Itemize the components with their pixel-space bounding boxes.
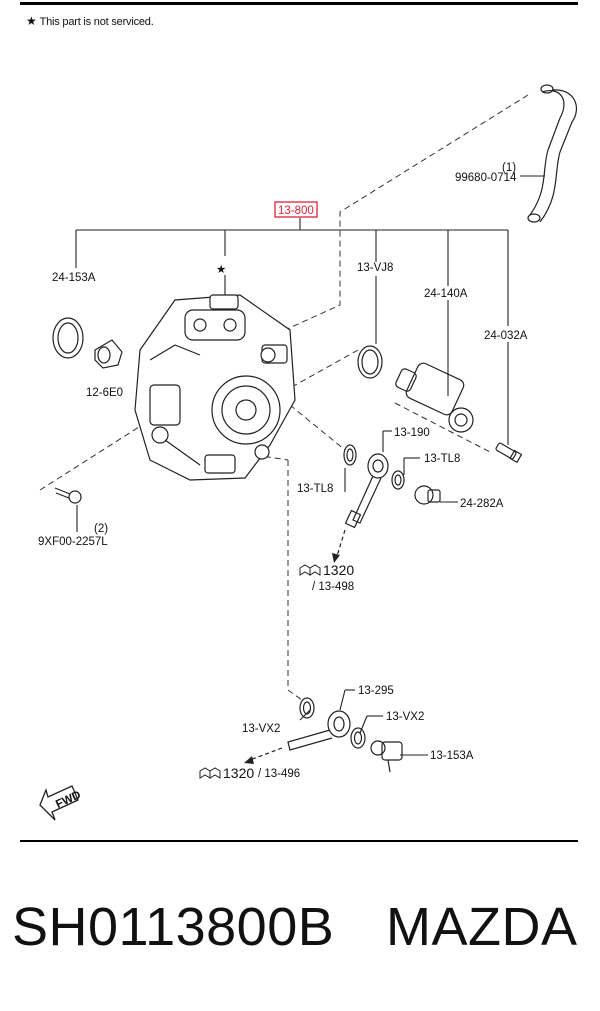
cap-part — [94, 339, 123, 369]
bottom-rule — [20, 840, 578, 842]
gasket-lower-left-label[interactable]: 13-VX2 — [242, 723, 280, 735]
parts-diagram: FWD 13-800 (1) 99680-0714 24-153A ★ 12-6… — [38, 84, 577, 821]
not-serviced-note: ★This part is not serviced. — [26, 14, 154, 28]
assembly-callout[interactable]: 13-800 — [278, 205, 314, 217]
arrow-ref-lower — [249, 747, 283, 761]
o-ring-left — [52, 317, 84, 359]
ref-upper-sub[interactable]: / 13-498 — [312, 581, 354, 593]
o-ring-right-label[interactable]: 13-VJ8 — [357, 262, 393, 274]
banjo-upper-label[interactable]: 13-190 — [394, 427, 430, 439]
fwd-arrow-icon: FWD — [39, 785, 83, 821]
brand-name: MAZDA — [386, 897, 578, 957]
cap-label[interactable]: 12-6E0 — [86, 387, 123, 399]
arrow-ref-upper — [336, 529, 346, 557]
bolt-lower-label[interactable]: 13-153A — [430, 750, 474, 762]
ref-lower-number[interactable]: 1320 — [223, 765, 254, 781]
o-ring-left-label[interactable]: 24-153A — [52, 272, 96, 284]
part-number: SH0113800B — [12, 897, 335, 957]
o-ring-right — [357, 345, 383, 379]
hose-qty-label: (1) — [502, 162, 516, 174]
dashed-guides — [39, 94, 529, 701]
gasket-lower-right-label[interactable]: 13-VX2 — [386, 711, 424, 723]
return-hose — [527, 84, 577, 223]
reference-book-icon-lower — [199, 767, 221, 779]
bolt-upper — [414, 485, 441, 505]
banjo-fitting-upper — [344, 453, 389, 529]
assembly-callout-box — [274, 201, 318, 218]
gasket-lower-left — [299, 697, 315, 719]
gasket-upper-right-label[interactable]: 13-TL8 — [424, 453, 460, 465]
arrow-head-upper — [332, 553, 340, 563]
gasket-upper-right — [391, 470, 405, 490]
ref-lower-sub[interactable]: / 13-496 — [258, 768, 300, 780]
star-marker-icon: ★ — [216, 264, 226, 276]
gasket-upper-left — [343, 444, 357, 466]
leader-lines — [75, 175, 545, 756]
ref-upper-number[interactable]: 1320 — [323, 562, 354, 578]
note-text: This part is not serviced. — [39, 16, 154, 28]
screw-label[interactable]: 24-032A — [484, 330, 528, 342]
arrow-head-lower — [244, 756, 254, 764]
star-icon: ★ — [26, 14, 37, 28]
bolt-upper-label[interactable]: 24-282A — [460, 498, 504, 510]
fuel-pump-body — [134, 294, 296, 481]
valve-label[interactable]: 24-140A — [424, 288, 468, 300]
bolt-lower — [370, 740, 403, 773]
bolt-left-qty-label: (2) — [94, 523, 108, 535]
top-rule — [20, 2, 578, 5]
banjo-fitting-lower — [287, 710, 351, 751]
hose-part-label[interactable]: 99680-0714 — [455, 172, 517, 184]
banjo-lower-label[interactable]: 13-295 — [358, 685, 394, 697]
reference-book-icon-upper — [299, 564, 321, 576]
bolt-left-label[interactable]: 9XF00-2257L — [38, 536, 108, 548]
gasket-upper-left-label[interactable]: 13-TL8 — [297, 483, 333, 495]
bolt-left — [54, 487, 82, 504]
screw-right — [495, 442, 523, 464]
suction-control-valve — [395, 362, 474, 433]
gasket-lower-right — [350, 727, 366, 749]
